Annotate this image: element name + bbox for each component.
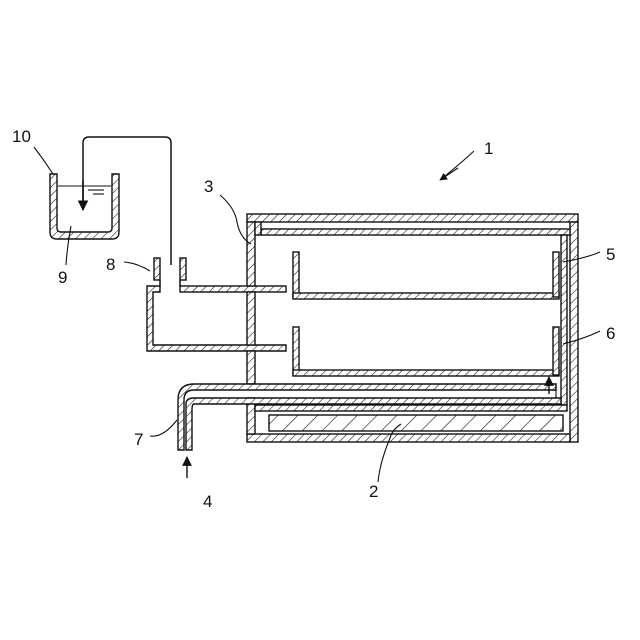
heater [269, 415, 563, 431]
reference-labels: 1 3 5 6 8 10 9 7 4 2 [12, 127, 615, 511]
label-upper-tray: 5 [606, 245, 615, 264]
upper-tray [293, 252, 559, 299]
label-container: 10 [12, 127, 31, 146]
label-lower-tray: 6 [606, 324, 615, 343]
label-vent-pipe: 8 [106, 255, 115, 274]
label-housing-wall: 3 [204, 177, 213, 196]
label-liquid: 9 [58, 268, 67, 287]
label-device: 1 [484, 139, 493, 158]
label-inlet-pipe: 7 [134, 430, 143, 449]
vent-pipe [147, 258, 286, 351]
lower-tray [293, 327, 559, 376]
label-inlet-flow: 4 [203, 492, 212, 511]
label-heater: 2 [369, 482, 378, 501]
liquid-container [50, 174, 119, 239]
vent-line [83, 137, 171, 265]
